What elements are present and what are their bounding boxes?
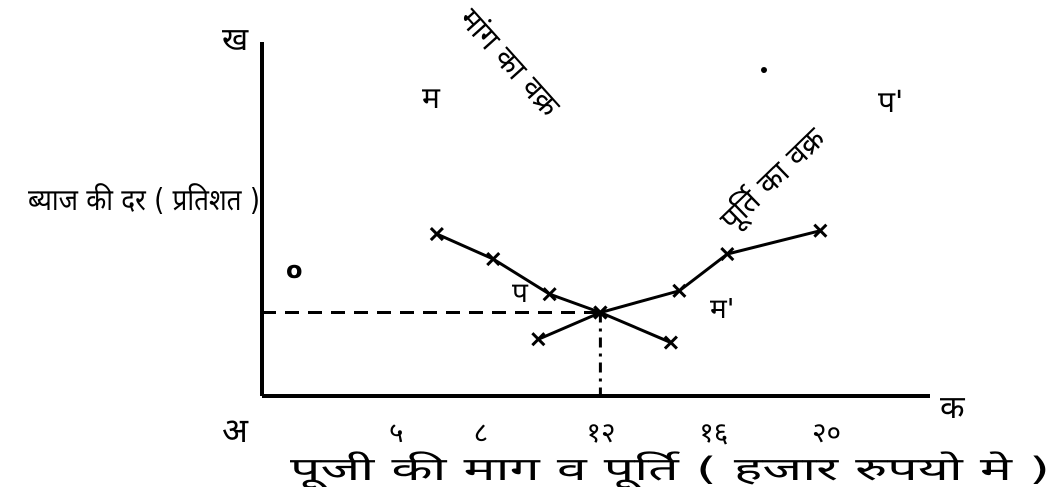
stray-dot (761, 67, 767, 73)
supply-curve-name: पूर्ति का वक्र (713, 121, 833, 239)
data-point-marker (593, 305, 608, 320)
data-point-marker (813, 223, 828, 238)
x-tick-label: २० (812, 416, 841, 449)
data-point-marker (486, 251, 501, 267)
x-tick-label: ५ (389, 416, 404, 449)
demand-end-label: म' (710, 292, 734, 325)
data-point-marker (542, 287, 557, 302)
data-point-marker (672, 283, 687, 298)
supply-start-label: प (512, 276, 529, 309)
y-axis-label: ब्याज की दर ( प्रतिशत ) (28, 183, 260, 218)
y-axis-end-label: ख (222, 20, 249, 58)
origin-label: अ (222, 411, 249, 451)
supply-curve (537, 229, 821, 341)
data-point-marker (429, 226, 444, 242)
data-point-marker (720, 246, 735, 262)
x-tick-labels: ५ ८ १२ १६ २० (389, 416, 841, 449)
annotation-o: o (286, 256, 303, 284)
x-tick-label: १२ (586, 416, 615, 449)
x-tick-label: १६ (699, 416, 728, 449)
x-axis-label: पूजी की माग व पूर्ति ( हजार रुपयो मे ) (290, 450, 1050, 487)
demand-curve-name: मांग का वक्र (452, 2, 567, 124)
point-markers (429, 223, 828, 350)
x-tick-label: ८ (474, 416, 489, 449)
data-point-marker (531, 332, 546, 347)
x-axis-end-label: क (940, 388, 966, 426)
supply-end-label: प' (878, 85, 903, 120)
data-point-marker (663, 335, 678, 350)
demand-start-label: म (422, 81, 441, 116)
